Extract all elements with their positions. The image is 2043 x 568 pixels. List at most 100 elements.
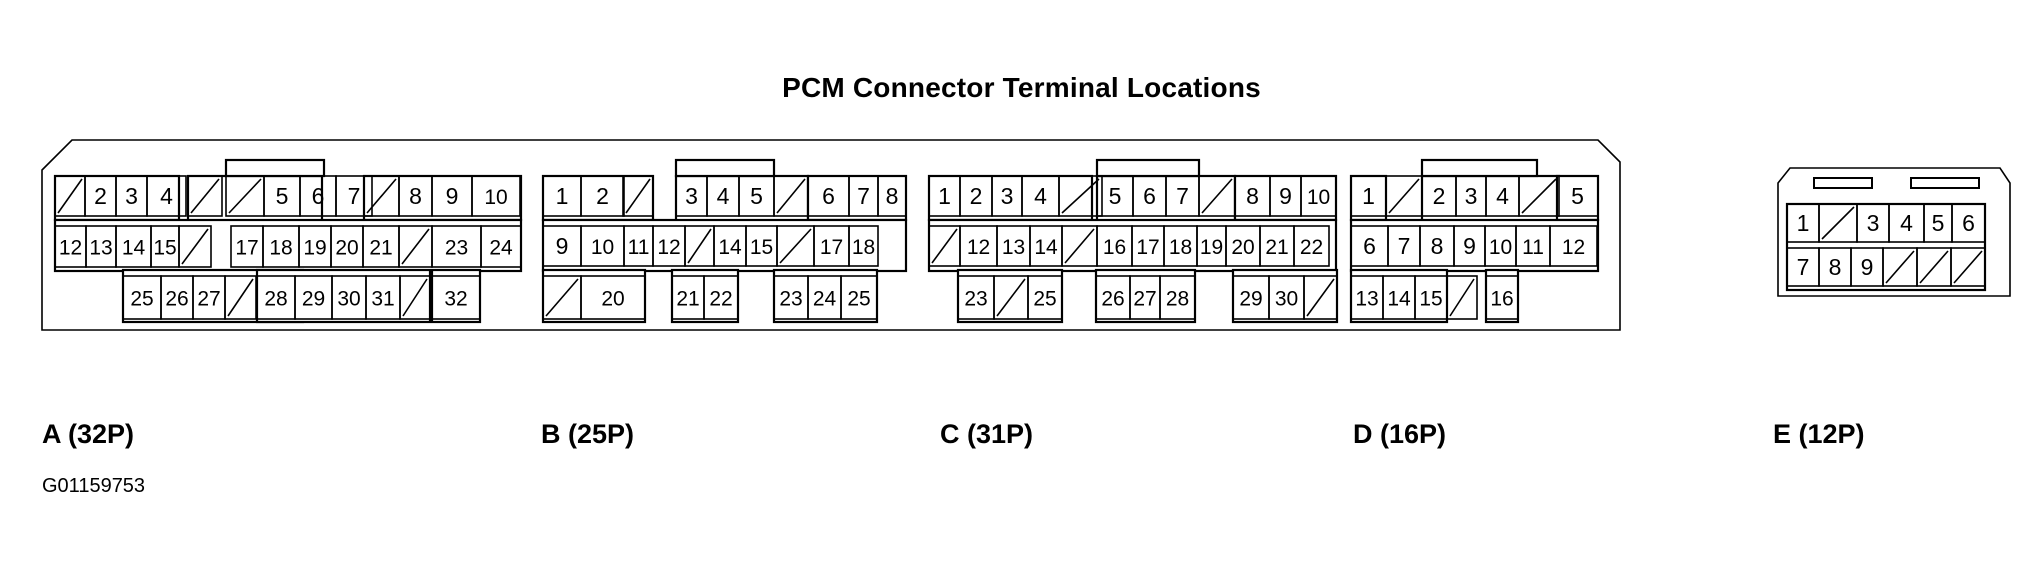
terminal-number: 4 [1034,183,1047,209]
terminal-number: 11 [628,236,650,259]
terminal-cell-b-25: 25 [840,275,878,320]
terminal-number: 10 [1307,186,1330,209]
terminal-number: 12 [59,237,82,260]
terminal-cell-d-blank-2-3 [1446,275,1478,320]
terminal-cell-d-blank-0-1 [1385,175,1423,217]
terminal-number: 28 [1166,288,1189,311]
connector-d-block-6 [1484,268,1520,324]
terminal-cell-d-12: 12 [1549,225,1598,267]
terminal-number: 7 [1797,254,1810,280]
unused-terminal-slash [779,228,812,264]
terminal-number: 9 [1861,254,1874,280]
terminal-number: 12 [967,236,990,259]
connector-d-block-4 [1349,218,1600,273]
unused-terminal-slash [181,228,209,265]
terminal-cell-d-5: 5 [1556,175,1599,217]
terminal-number: 13 [1355,288,1378,311]
terminal-number: 25 [130,288,153,311]
terminal-number: 6 [1143,183,1156,209]
terminal-number: 19 [303,237,326,260]
terminal-number: 4 [160,183,173,209]
terminal-number: 14 [1034,236,1058,259]
terminal-number: 5 [750,183,763,209]
terminal-number: 8 [409,183,422,209]
connector-e-block-0 [1785,202,1987,292]
terminal-number: 30 [337,288,360,311]
unused-terminal-slash [227,278,254,317]
terminal-cell-b-22: 22 [703,275,739,320]
terminal-number: 21 [676,288,699,311]
unused-terminal-slash [1521,178,1557,214]
terminal-number: 16 [1103,236,1126,259]
connector-c-block-0 [927,174,1094,222]
terminal-number: 15 [1419,288,1442,311]
terminal-number: 2 [970,183,983,209]
connector-a-housing [41,139,1621,331]
unused-terminal-slash [545,278,579,317]
terminal-number: 1 [938,183,951,209]
terminal-cell-a-32: 32 [431,275,481,320]
unused-terminal-slash [190,178,220,214]
terminal-number: 12 [657,236,680,259]
terminal-cell-c-blank-2-8 [1303,275,1338,320]
terminal-number: 8 [1431,233,1444,259]
terminal-cell-e-blank-1-5 [1950,247,1986,287]
terminal-number: 28 [264,288,287,311]
terminal-number: 13 [89,237,112,260]
terminal-number: 7 [1176,183,1189,209]
terminal-number: 14 [1387,288,1411,311]
terminal-number: 13 [1002,236,1025,259]
terminal-number: 25 [1033,288,1056,311]
terminal-number: 2 [1433,183,1446,209]
unused-terminal-slash [1064,228,1095,264]
unused-terminal-slash [1919,250,1949,284]
connector-e [1777,167,2011,297]
terminal-cell-b-blank-0-2 [622,175,654,217]
unused-terminal-slash [401,228,430,265]
terminal-cell-d-blank-0-5 [1518,175,1560,217]
unused-terminal-slash [57,178,83,214]
terminal-number: 6 [312,183,325,209]
terminal-cell-b-20: 20 [580,275,646,320]
connector-e-label: E (12P) [1773,419,1865,449]
terminal-number: 19 [1200,236,1223,259]
terminal-number: 20 [1231,236,1254,259]
terminal-number: 9 [446,183,459,209]
unused-terminal-slash [366,178,397,214]
terminal-cell-e-6: 6 [1951,203,1986,243]
terminal-number: 10 [484,186,507,209]
unused-terminal-slash [1885,250,1915,284]
terminal-number: 3 [1001,183,1014,209]
unused-terminal-slash [1449,278,1475,317]
connector-a-block-2 [224,158,326,178]
terminal-number: 6 [1363,233,1376,259]
terminal-number: 8 [1829,254,1842,280]
terminal-number: 4 [1496,183,1509,209]
terminal-cell-a-blank-0-4 [187,175,223,217]
terminal-cell-a-24: 24 [480,225,522,268]
connector-c-label: C (31P) [940,419,1034,449]
terminal-number: 1 [1362,183,1375,209]
terminal-cell-b-2: 2 [580,175,625,217]
terminal-number: 7 [1398,233,1411,259]
terminal-number: 15 [750,236,773,259]
terminal-cell-c-blank-0-4 [1058,175,1103,217]
connector-b-block-5 [541,268,647,324]
connector-c-block-6 [1094,268,1197,324]
terminal-number: 23 [779,288,802,311]
terminal-cell-c-28: 28 [1159,275,1196,320]
unused-terminal-slash [228,178,262,214]
unused-terminal-slash [1388,178,1420,214]
terminal-number: 27 [197,288,220,311]
connector-a-label: A (32P) [42,419,135,449]
connector-a [41,139,1621,331]
terminal-number: 8 [1246,183,1259,209]
connector-c-block-2 [1095,158,1201,178]
terminal-cell-c-22: 22 [1293,225,1330,267]
terminal-number: 7 [857,183,870,209]
terminal-number: 26 [165,288,188,311]
unused-terminal-slash [625,178,651,214]
terminal-number: 3 [685,183,698,209]
